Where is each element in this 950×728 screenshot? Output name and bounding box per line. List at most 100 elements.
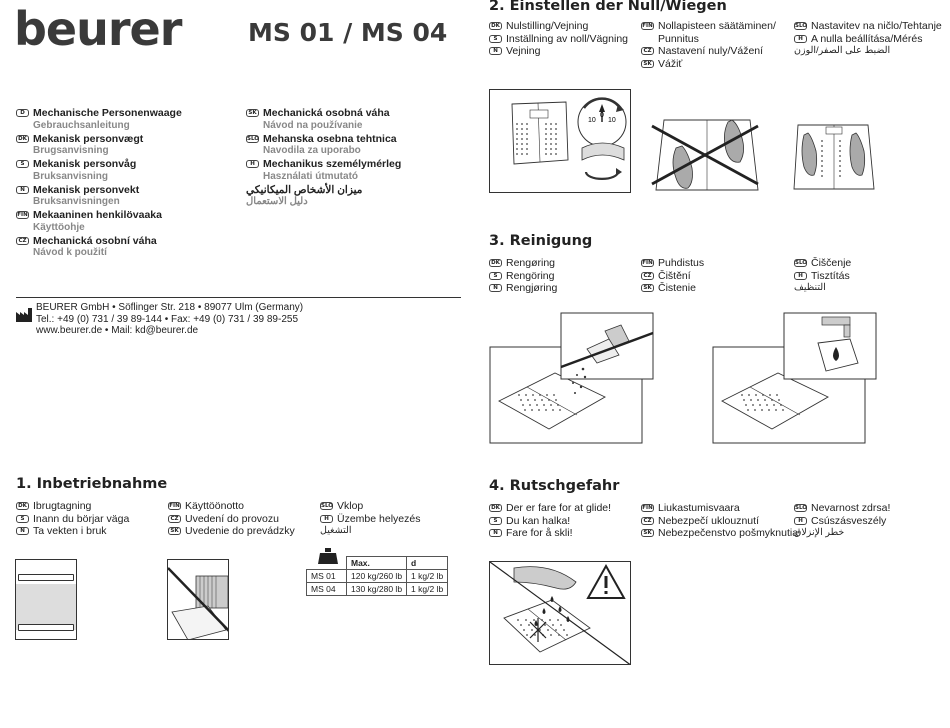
- language-text: Der er fare for at glide!: [506, 502, 612, 514]
- language-text: Rengøring: [506, 257, 556, 269]
- scale-dot: [821, 175, 823, 177]
- language-text: Vejning: [506, 45, 541, 58]
- language-code-badge: DK: [489, 504, 502, 512]
- scale-dot: [545, 409, 547, 411]
- divider-line: [16, 297, 461, 298]
- language-code-badge: CZ: [641, 271, 654, 280]
- product-title: Mechanische Personenwaage: [33, 107, 182, 119]
- language-text: Csúszásveszély: [811, 514, 887, 527]
- language-code-badge: DK: [489, 259, 502, 267]
- language-text: Vklop: [337, 500, 364, 512]
- language-code-badge: CZ: [641, 516, 654, 525]
- language-text: التنظيف: [794, 282, 826, 294]
- language-code-badge: H: [320, 514, 333, 523]
- language-entry: DK Der er fare for at glide!: [489, 502, 611, 515]
- product-title: Mehanska osebna tehtnica: [263, 132, 397, 145]
- manual-subtitle: Návod na používanie: [263, 119, 363, 131]
- scale-dot: [550, 128, 552, 130]
- scale-dot: [778, 399, 780, 401]
- scale-dot: [776, 394, 778, 396]
- spec-cell: 120 kg/260 lb: [345, 569, 408, 583]
- section-4-title: 4. Rutschgefahr: [489, 478, 620, 494]
- address-phone: Tel.: +49 (0) 731 / 39 89-144 • Fax: +49…: [36, 313, 299, 325]
- language-text: Čiščenje: [811, 257, 852, 269]
- language-code-badge: S: [16, 514, 29, 523]
- language-entry: DK Rengøring: [489, 257, 557, 270]
- scale-dot: [773, 404, 775, 406]
- product-title: ميزان الأشخاص الميكانيكي: [246, 183, 363, 196]
- spec-header-cell: d: [406, 556, 449, 570]
- scale-dot: [526, 153, 528, 155]
- scale-dot: [522, 404, 524, 406]
- scale-dot: [526, 123, 528, 125]
- address-block: BEURER GmbH • Söflinger Str. 218 • 89077…: [36, 302, 303, 337]
- scale-dot: [757, 399, 759, 401]
- manual-subtitle: Käyttöohje: [33, 221, 85, 233]
- weight-icon: [318, 548, 338, 569]
- language-code-badge: SK: [246, 109, 259, 117]
- language-text: Liukastumisvaara: [658, 502, 740, 514]
- scale-dot: [543, 404, 545, 406]
- scale-dot: [545, 128, 547, 130]
- language-text: Puhdistus: [658, 257, 705, 269]
- language-text: Rengjøring: [506, 282, 558, 295]
- manual-subtitle: Bruksanvisning: [33, 170, 109, 182]
- scale-dot: [521, 138, 523, 140]
- dial-center-mark: 0: [600, 112, 604, 119]
- scale-dot: [521, 148, 523, 150]
- manual-subtitle: دليل الاستعمال: [246, 196, 308, 207]
- language-text: Nastavení nuly/Vážení: [658, 45, 764, 58]
- language-entry: التشغيل: [320, 525, 420, 538]
- scale-dot: [536, 404, 538, 406]
- language-code-badge: SLO: [794, 504, 807, 512]
- scale-dot: [538, 409, 540, 411]
- spec-cell: MS 04: [306, 582, 347, 596]
- product-title: Mechanická osobní váha: [33, 234, 157, 247]
- language-text: Nulstilling/Vejning: [506, 20, 589, 32]
- scale-dot: [549, 619, 551, 621]
- language-code-badge: CZ: [168, 514, 181, 523]
- scale-dot: [839, 155, 841, 157]
- scale-dot: [550, 123, 552, 125]
- scale-dot: [761, 409, 763, 411]
- scale-dot: [523, 629, 525, 631]
- scale-dot: [775, 409, 777, 411]
- scale-dot: [516, 128, 518, 130]
- product-title: Mechanikus személymérleg: [263, 158, 402, 170]
- scale-dot: [526, 148, 528, 150]
- scale-dot: [555, 138, 557, 140]
- language-text: Käyttöönotto: [185, 500, 244, 512]
- language-code-badge: SK: [641, 59, 654, 68]
- scale-dot: [526, 133, 528, 135]
- language-code-badge: S: [489, 271, 502, 280]
- language-code-badge: D: [16, 109, 29, 117]
- product-title: Mekanisk personvåg: [33, 158, 137, 170]
- scale-dot: [545, 133, 547, 135]
- scale-dot: [516, 123, 518, 125]
- scale-dot: [552, 409, 554, 411]
- scale-dot: [745, 404, 747, 406]
- language-code-badge: N: [489, 284, 502, 293]
- scale-dot: [557, 404, 559, 406]
- scale-dot: [525, 619, 527, 621]
- scale-dot: [780, 404, 782, 406]
- language-text: Nollapisteen säätäminen/: [658, 20, 776, 32]
- scale-dot: [560, 624, 562, 626]
- scale-dot: [516, 143, 518, 145]
- language-code-badge: SLO: [794, 259, 807, 267]
- scale-dot: [766, 404, 768, 406]
- scale-dot: [528, 624, 530, 626]
